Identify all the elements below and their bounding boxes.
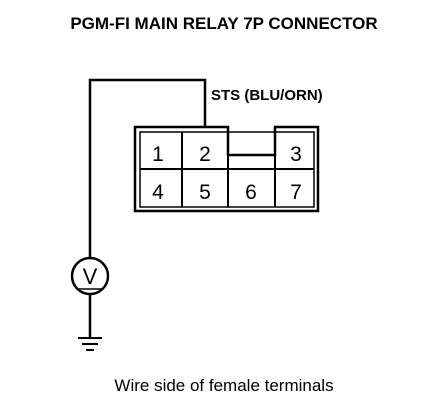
terminal-4: 4 xyxy=(152,181,164,204)
voltmeter-symbol: V xyxy=(83,264,98,289)
wire-label: STS (BLU/ORN) xyxy=(211,87,323,104)
voltmeter-icon: V xyxy=(70,256,110,296)
terminal-6: 6 xyxy=(245,181,257,204)
terminal-1: 1 xyxy=(152,143,164,166)
terminal-2: 2 xyxy=(199,143,211,166)
probe-wire xyxy=(88,78,207,258)
terminal-5: 5 xyxy=(199,181,211,204)
diagram-caption: Wire side of female terminals xyxy=(114,376,334,395)
terminal-3: 3 xyxy=(290,143,302,166)
connector-housing xyxy=(133,125,320,213)
terminal-7: 7 xyxy=(290,181,302,204)
ground-icon xyxy=(78,337,102,351)
diagram-title: PGM-FI MAIN RELAY 7P CONNECTOR xyxy=(70,14,378,33)
